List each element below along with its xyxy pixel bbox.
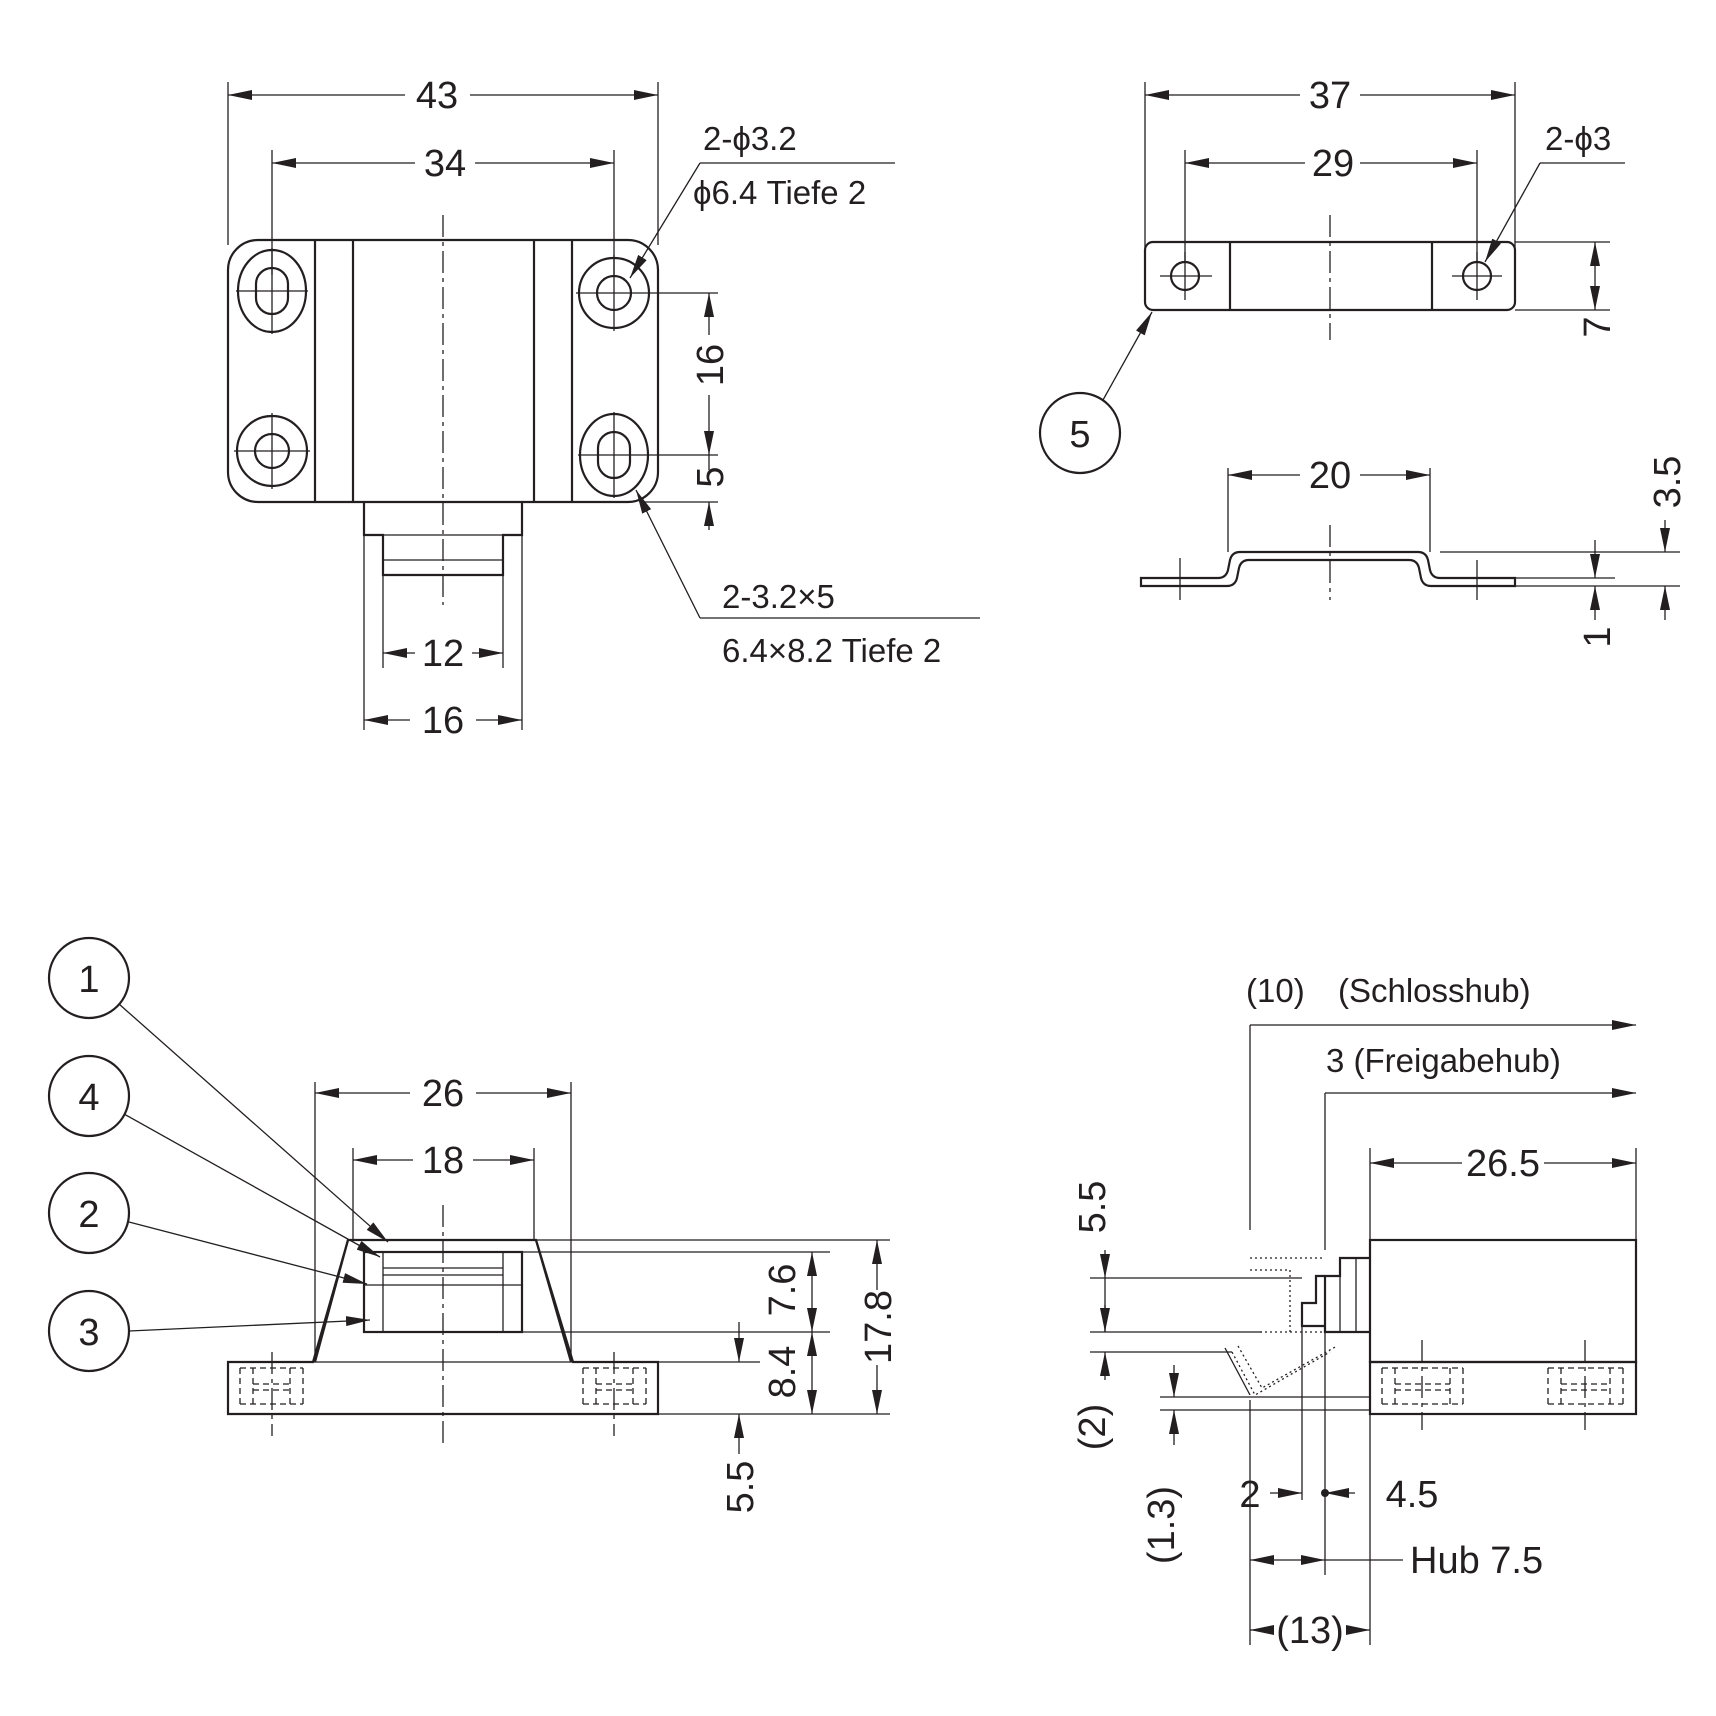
dim-29: 29	[1312, 143, 1354, 185]
side-body-upper	[1368, 1238, 1638, 1364]
view-strike-plate: 37 29 2-ϕ3 7 5	[1038, 75, 1689, 648]
plunger-front	[362, 1250, 524, 1334]
balloon-1-label: 1	[78, 959, 99, 1001]
balloon-2-label: 2	[78, 1194, 99, 1236]
dim-2: 2	[1239, 1474, 1260, 1516]
dim-8-4: 8.4	[762, 1346, 804, 1399]
dim-5: 5	[690, 466, 732, 487]
dim-3-5: 3.5	[1647, 456, 1689, 509]
strike-plate-side	[1139, 550, 1517, 588]
round-hole-top-right	[576, 255, 718, 331]
dim-4-5: 4.5	[1386, 1474, 1439, 1516]
release-stroke: 3 (Freigabehub)	[1326, 1042, 1561, 1079]
dim-7-6: 7.6	[762, 1264, 804, 1317]
dim-13-paren: (13)	[1276, 1610, 1344, 1652]
dim-5-5-right: 5.5	[1072, 1181, 1114, 1234]
dim-5-5-left: 5.5	[720, 1461, 762, 1514]
view-catch-front: 26 18 7.6 8.4 17.8 5.5 1 4 2 3	[47, 936, 900, 1514]
dim-18: 18	[422, 1140, 464, 1182]
dim-2-paren: (2)	[1072, 1404, 1114, 1450]
balloon-4	[47, 1054, 131, 1138]
dim-12: 12	[422, 633, 464, 675]
slot-hole-bottom-right	[578, 412, 718, 503]
balloon-2	[47, 1171, 131, 1255]
dim-37: 37	[1309, 75, 1351, 117]
dim-43: 43	[416, 75, 458, 117]
balloon-5	[1038, 391, 1122, 475]
catch-body-outline	[226, 238, 660, 504]
round-hole-bottom-left	[234, 413, 310, 489]
dim-20: 20	[1309, 455, 1351, 497]
slot-note-line1: 2-3.2×5	[722, 578, 835, 615]
view-catch-top: 43 34	[226, 75, 980, 742]
dim-16-vertical: 16	[690, 344, 732, 386]
dim-1-3-paren: (1.3)	[1141, 1486, 1183, 1564]
dim-1: 1	[1577, 626, 1619, 647]
side-body-base	[1368, 1360, 1638, 1416]
hole-note-line1: 2-ϕ3.2	[703, 120, 797, 157]
dim-7: 7	[1577, 316, 1619, 337]
balloon-4-label: 4	[78, 1077, 99, 1119]
balloon-3-label: 3	[78, 1312, 99, 1354]
stroke-label: Hub 7.5	[1410, 1540, 1543, 1582]
side-plunger	[1323, 1256, 1370, 1334]
lock-stroke-value: (10)	[1246, 972, 1305, 1009]
balloon-1	[47, 936, 131, 1020]
dim-34: 34	[424, 143, 466, 185]
dim-26: 26	[422, 1073, 464, 1115]
dim-16-bottom: 16	[422, 700, 464, 742]
slot-hole-top-left	[236, 248, 308, 334]
hole-note-line2: ϕ6.4 Tiefe 2	[693, 174, 866, 211]
slot-note-line2: 6.4×8.2 Tiefe 2	[722, 632, 941, 669]
view-catch-side: (10) (Schlosshub) 3 (Freigabehub) 26.5	[1072, 972, 1638, 1652]
lock-stroke-label: (Schlosshub)	[1338, 972, 1531, 1009]
dim-17-8: 17.8	[858, 1290, 900, 1364]
balloon-5-label: 5	[1069, 414, 1090, 456]
dim-26-5: 26.5	[1466, 1143, 1540, 1185]
hole-note-2phi3: 2-ϕ3	[1545, 120, 1611, 157]
